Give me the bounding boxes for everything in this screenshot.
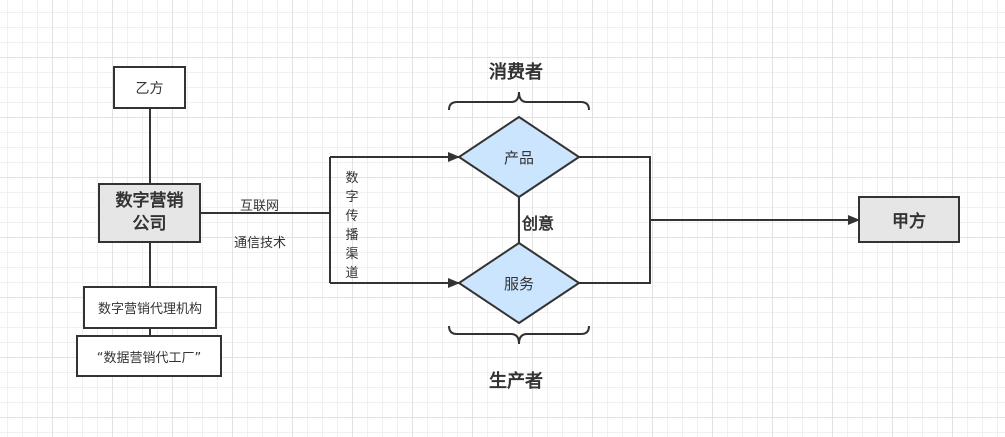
node-company-label-line1: 数字营销 xyxy=(115,191,184,211)
brace-producer xyxy=(448,325,590,345)
diamond-service-label: 服务 xyxy=(503,275,534,293)
label-consumer: 消费者 xyxy=(489,62,543,83)
node-party-a[interactable]: 甲方 xyxy=(858,196,960,243)
node-agency-label: 数字营销代理机构 xyxy=(97,302,202,317)
label-channel: 数字传播渠道 xyxy=(345,171,359,281)
diamond-product[interactable] xyxy=(457,115,581,199)
node-agency[interactable]: 数字营销代理机构 xyxy=(83,286,217,329)
connector-product-merge xyxy=(579,156,651,284)
diamond-product-label: 产品 xyxy=(503,149,534,167)
brace-consumer xyxy=(448,91,590,111)
diamond-service[interactable] xyxy=(457,241,581,325)
label-creative: 创意 xyxy=(522,214,555,233)
label-internet: 互联网 xyxy=(240,199,280,214)
node-company-label-line2: 公司 xyxy=(132,214,167,234)
node-party-b[interactable]: 乙方 xyxy=(113,66,186,109)
node-factory-label: “数据营销代工厂” xyxy=(96,350,202,366)
node-factory[interactable]: “数据营销代工厂” xyxy=(76,335,222,377)
node-party-b-label: 乙方 xyxy=(135,80,164,97)
node-digital-marketing-company[interactable]: 数字营销 公司 xyxy=(98,183,201,243)
label-producer: 生产者 xyxy=(489,371,543,392)
node-party-a-label: 甲方 xyxy=(892,212,926,232)
label-comm-tech: 通信技术 xyxy=(234,236,287,251)
